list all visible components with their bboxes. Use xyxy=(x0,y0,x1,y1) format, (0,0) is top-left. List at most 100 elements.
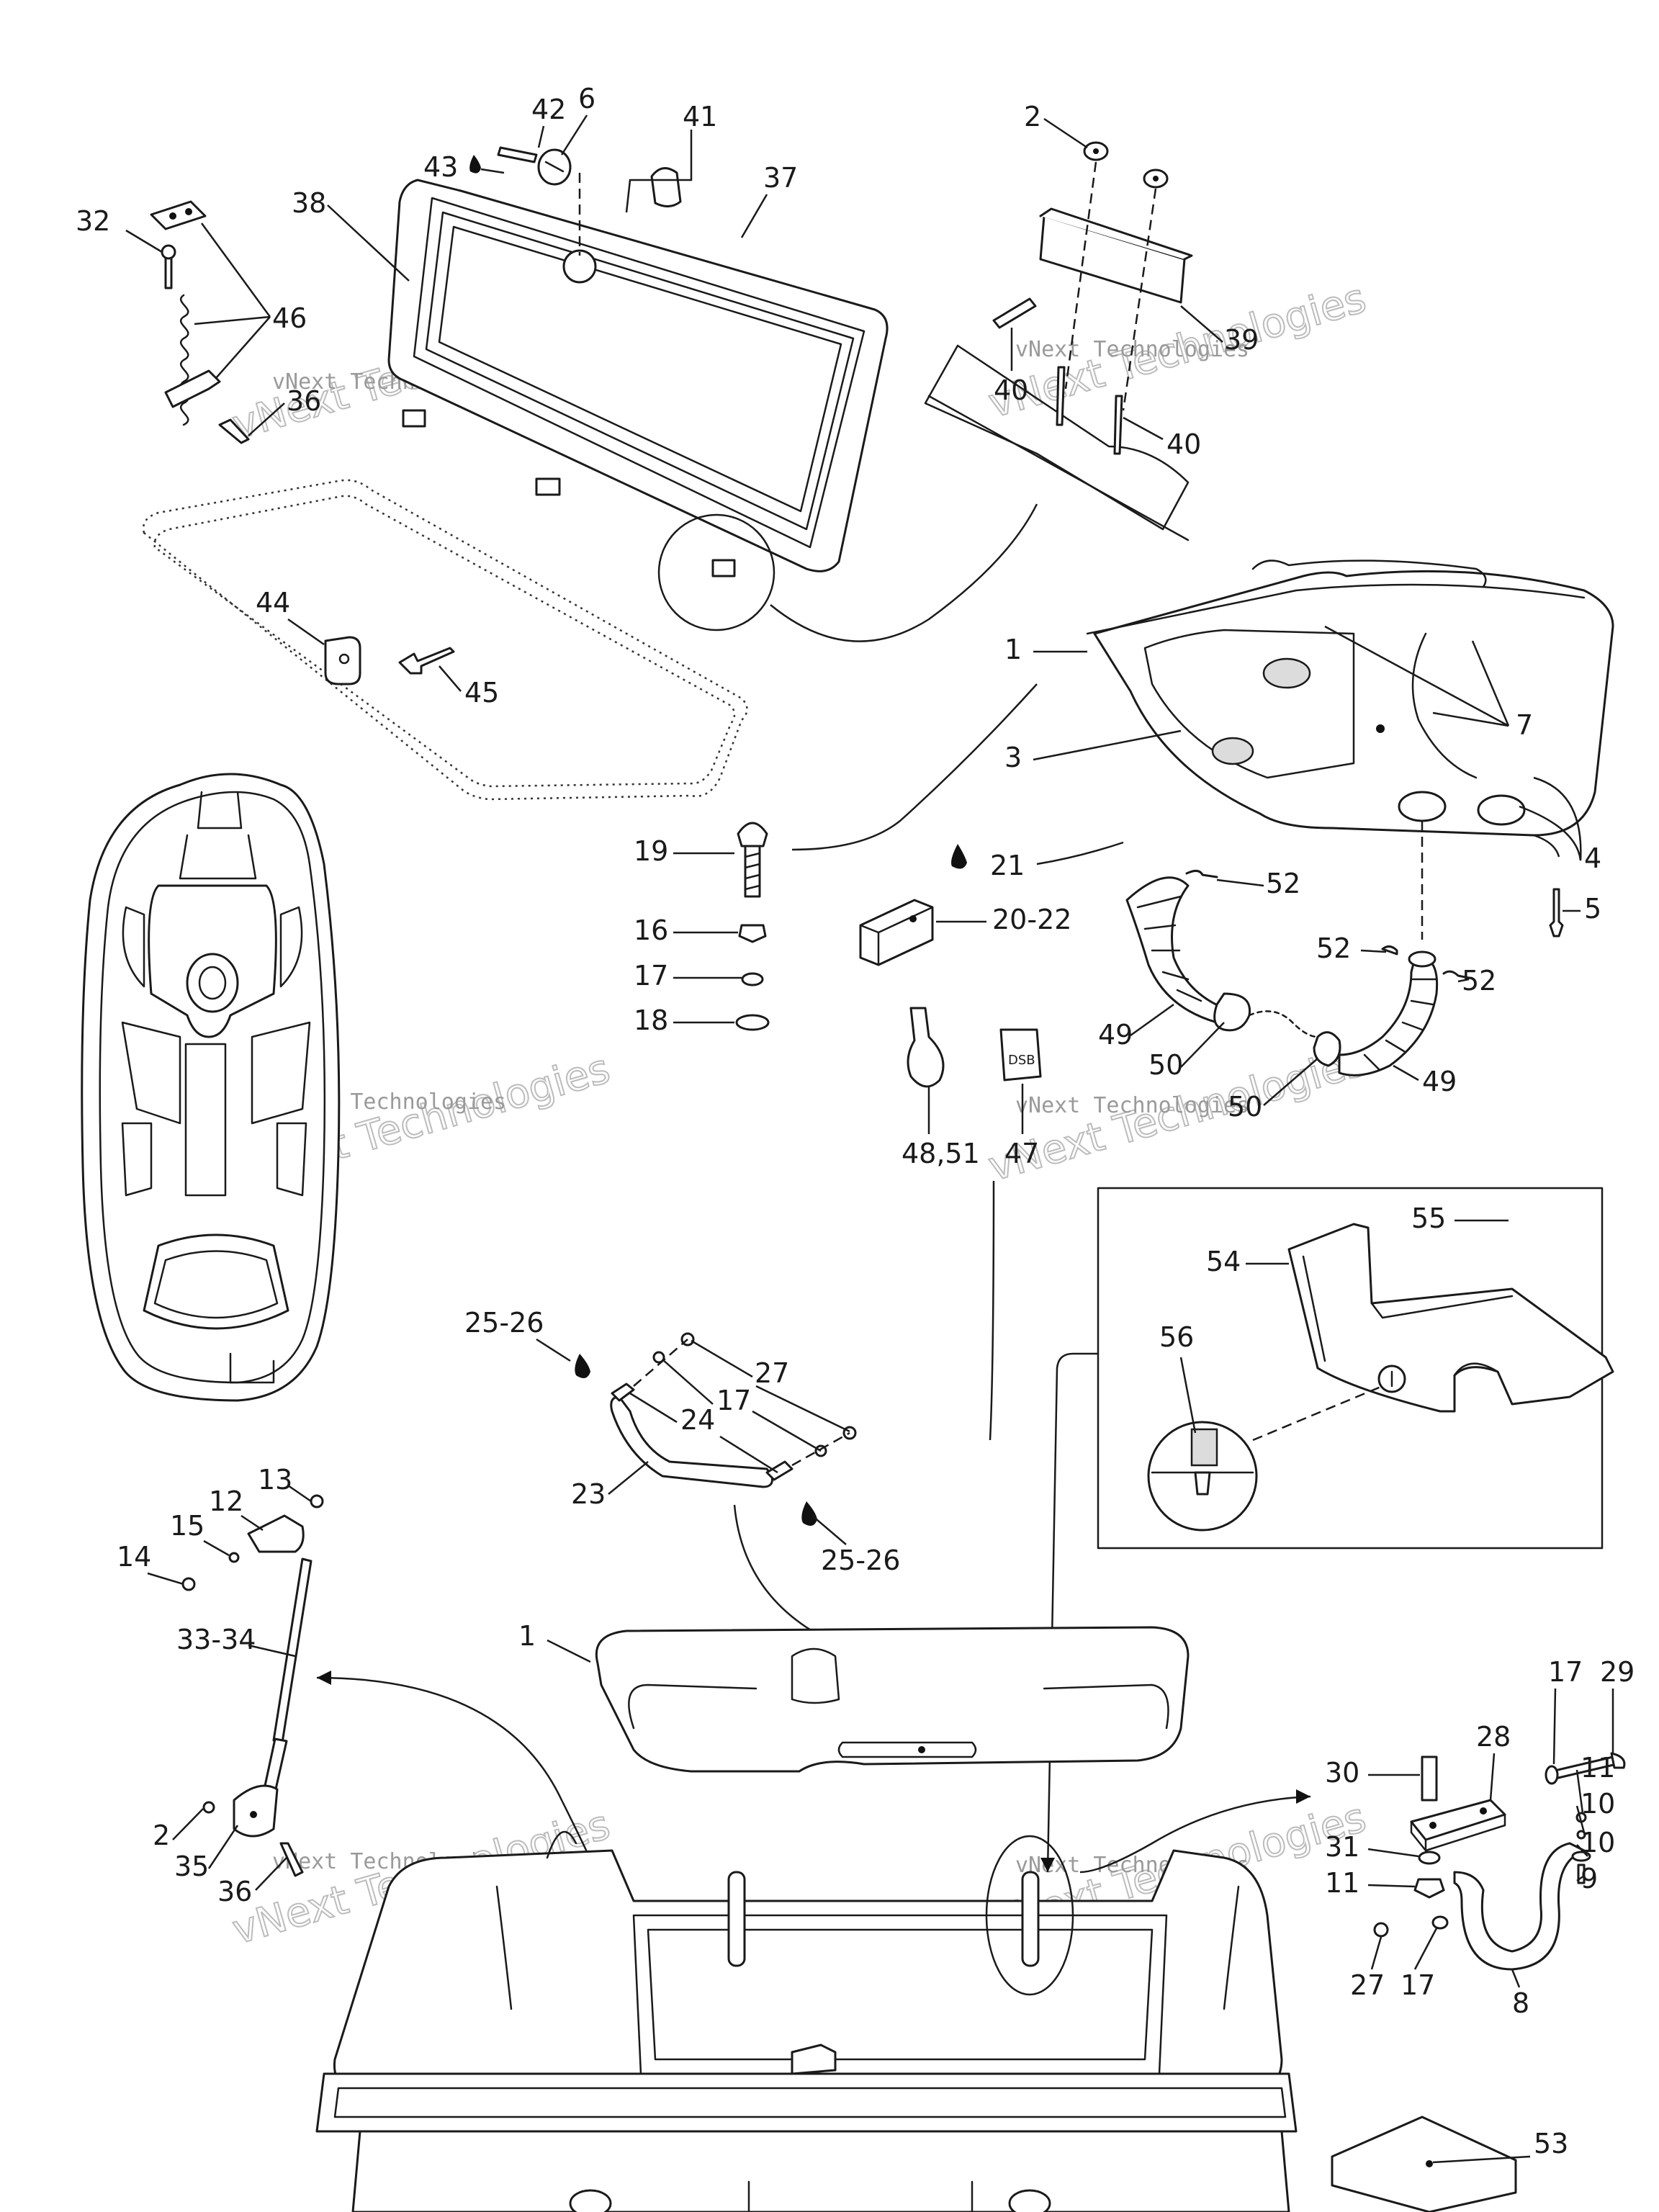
callout-52: 52 xyxy=(1316,932,1351,964)
rivet-36 xyxy=(279,1842,304,1877)
washer-2 xyxy=(202,1801,215,1814)
lid-grommet xyxy=(562,249,597,284)
decal-53 xyxy=(1331,2116,1517,2212)
callout-11: 11 xyxy=(1325,1867,1359,1899)
fastener-5 xyxy=(1549,888,1564,938)
callout-17: 17 xyxy=(634,960,668,992)
sticker-47 xyxy=(999,1028,1042,1082)
callout-30: 30 xyxy=(1325,1757,1359,1789)
callout-50: 50 xyxy=(1228,1091,1262,1123)
callout-1: 1 xyxy=(518,1620,536,1652)
callout-13: 13 xyxy=(258,1464,292,1496)
spring-46 xyxy=(180,294,189,426)
callout-41: 41 xyxy=(683,101,717,132)
oil-drop-icon xyxy=(575,1354,590,1378)
cover-54 xyxy=(1287,1223,1614,1413)
callout-29: 29 xyxy=(1600,1656,1635,1688)
clamp-50-right xyxy=(1313,1031,1341,1067)
callout-45: 45 xyxy=(464,677,499,709)
washer-17 xyxy=(1431,1915,1449,1930)
stud-24-left xyxy=(611,1382,635,1402)
callout-1: 1 xyxy=(1004,634,1022,665)
washer-31 xyxy=(1418,1851,1441,1865)
callout-leaders xyxy=(125,114,1614,2164)
sticker-label: DSB xyxy=(1008,1053,1035,1068)
callout-10: 10 xyxy=(1581,1788,1615,1820)
bin-vent-upper xyxy=(1262,657,1311,689)
grab-handle-assembly xyxy=(575,1332,922,1679)
latch-41 xyxy=(650,167,682,207)
callout-27: 27 xyxy=(1350,1969,1385,2001)
washer-17-left xyxy=(652,1351,665,1364)
bin-handle xyxy=(1251,559,1487,588)
callout-54: 54 xyxy=(1206,1246,1241,1277)
bin-handle-lower xyxy=(791,1647,840,1704)
callout-6: 6 xyxy=(578,83,595,114)
clamp-50-left xyxy=(1213,992,1251,1032)
hull-top-view xyxy=(81,773,341,1402)
bolt-52-a xyxy=(1185,870,1218,878)
callout-55: 55 xyxy=(1411,1202,1446,1234)
callout-19: 19 xyxy=(634,835,668,867)
storage-bin-1-lower xyxy=(595,1626,1190,1773)
callout-9: 9 xyxy=(1581,1863,1598,1894)
craft-transom xyxy=(351,2130,1290,2212)
storage-bin-assembly xyxy=(1086,559,1614,940)
hull-footwell-center xyxy=(184,1043,227,1197)
plate-28 xyxy=(1410,1799,1506,1841)
bin-inner-3 xyxy=(1143,629,1355,779)
storage-lid-seal-38 xyxy=(425,211,855,531)
callout-35: 35 xyxy=(174,1851,209,1882)
hose-49-left xyxy=(1125,876,1226,1024)
well-strap-left xyxy=(727,1871,746,1967)
bracket-12 xyxy=(247,1514,305,1553)
storage-lid-assembly xyxy=(387,179,889,577)
strut-rod xyxy=(272,1557,313,1744)
nut-16 xyxy=(738,924,767,943)
callout-2: 2 xyxy=(153,1820,170,1851)
nut-14 xyxy=(181,1577,196,1591)
callout-25-26: 25-26 xyxy=(464,1307,544,1339)
leader-lines xyxy=(791,683,1124,1441)
spring-bracket-top xyxy=(150,200,207,230)
callout-53: 53 xyxy=(1534,2128,1568,2159)
screw-42 xyxy=(497,146,538,163)
callout-40: 40 xyxy=(1166,428,1201,460)
tow-eye-8 xyxy=(1453,1842,1586,1971)
callout-16: 16 xyxy=(634,914,668,946)
callout-39: 39 xyxy=(1224,324,1259,356)
rivet-45 xyxy=(398,647,455,675)
callout-17: 17 xyxy=(716,1385,751,1416)
callout-36: 36 xyxy=(217,1876,252,1907)
callout-7: 7 xyxy=(1516,709,1533,741)
bin-vent-lower xyxy=(1211,737,1254,765)
nut-27 xyxy=(1373,1922,1389,1938)
callout-4: 4 xyxy=(1584,842,1601,874)
callout-36: 36 xyxy=(287,385,321,417)
screw-13 xyxy=(310,1494,324,1509)
callout-14: 14 xyxy=(117,1541,151,1573)
callout-52: 52 xyxy=(1266,868,1300,899)
callout-11: 11 xyxy=(1581,1752,1615,1784)
gas-strut-assembly xyxy=(181,1494,613,1909)
washer-17-top xyxy=(1545,1765,1559,1785)
hose-and-accessories: DSB xyxy=(859,870,1470,1088)
storage-lid-window xyxy=(438,225,842,513)
callout-3: 3 xyxy=(1004,742,1022,773)
bracket-35 xyxy=(233,1784,279,1838)
lid-clip xyxy=(711,559,736,577)
callout-17: 17 xyxy=(1548,1656,1583,1688)
lid-clip xyxy=(535,477,561,496)
lid-clip xyxy=(402,409,426,428)
bolt-30 xyxy=(1421,1755,1438,1802)
callout-24: 24 xyxy=(680,1404,715,1436)
hose-49-right xyxy=(1338,956,1439,1076)
callout-10: 10 xyxy=(1581,1827,1615,1858)
callout-43: 43 xyxy=(423,151,458,183)
oil-drop-icon xyxy=(801,1501,817,1526)
hull-filler-cap xyxy=(186,953,239,1013)
detail-inset-box xyxy=(1040,1187,1614,1873)
washer-15 xyxy=(228,1552,240,1563)
hose-end xyxy=(1408,950,1437,968)
